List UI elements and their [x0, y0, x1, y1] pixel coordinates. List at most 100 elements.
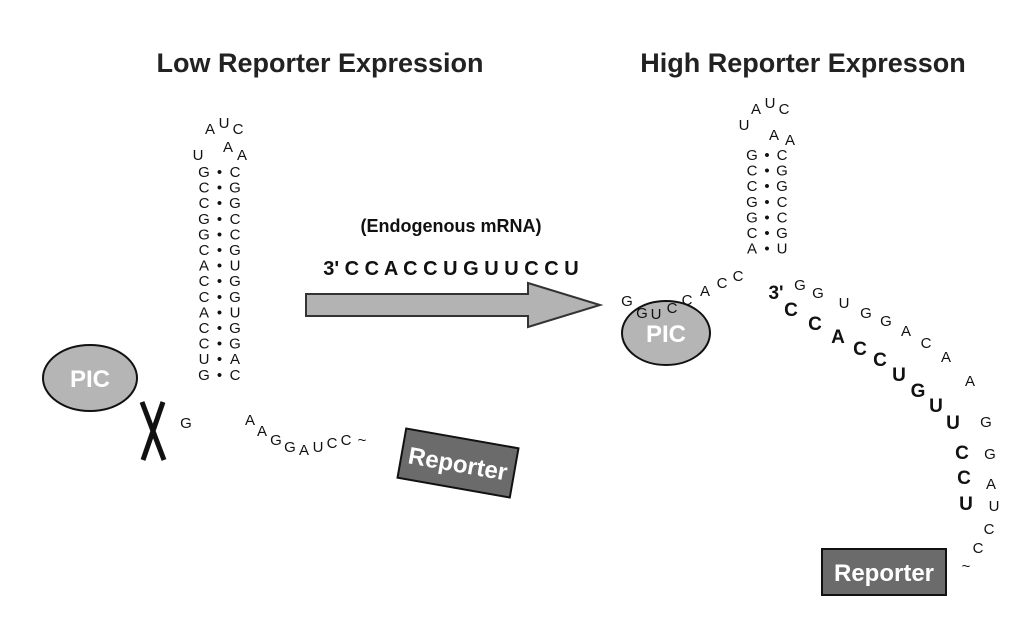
base-pair-bond: • — [217, 258, 222, 275]
hairpin-base: G — [776, 178, 788, 195]
loop-base: A — [205, 121, 215, 138]
five-prime-base: U — [651, 306, 662, 323]
five-prime-base: C — [667, 300, 678, 317]
five-prime-base: G — [621, 293, 633, 310]
tail-base: A — [257, 423, 267, 440]
hairpin-base: C — [230, 211, 241, 228]
base-pair-bond: • — [217, 320, 222, 337]
arrow-label: (Endogenous mRNA) — [361, 216, 542, 236]
tail-base: G — [860, 305, 872, 322]
tail-base: A — [965, 373, 975, 390]
base-pair-bond: • — [217, 164, 222, 181]
tail-base: U — [313, 439, 324, 456]
hairpin-base: G — [198, 164, 210, 181]
right-pic-label: PIC — [646, 321, 686, 348]
bound-mrna-base: C — [784, 300, 798, 321]
base-pair-bond: • — [217, 211, 222, 228]
tail-base: C — [327, 435, 338, 452]
hairpin-base: G — [229, 195, 241, 212]
bound-mrna-base: C — [873, 350, 887, 371]
hairpin-base: C — [199, 336, 210, 353]
loop-base: A — [223, 139, 233, 156]
tail-base: G — [880, 313, 892, 330]
right-pic-shape — [621, 300, 711, 366]
tail-base: A — [245, 412, 255, 429]
loop-base: A — [751, 101, 761, 118]
bound-mrna-base: U — [892, 365, 906, 386]
base-pair-bond: • — [217, 273, 222, 290]
loop-base: U — [193, 147, 204, 164]
hairpin-base: C — [777, 209, 788, 226]
hairpin-base: C — [747, 163, 758, 180]
tail-base: G — [270, 432, 282, 449]
bound-mrna-base: U — [959, 494, 973, 515]
bound-mrna-base: C — [955, 443, 969, 464]
hairpin-base: G — [229, 320, 241, 337]
hairpin-base: C — [199, 242, 210, 259]
tail-base: C — [921, 335, 932, 352]
base-pair-bond: • — [764, 209, 769, 226]
base-pair-bond: • — [764, 147, 769, 164]
hairpin-base: G — [229, 180, 241, 197]
tail-base: A — [941, 349, 951, 366]
hairpin-base: G — [776, 163, 788, 180]
tail-base: G — [284, 439, 296, 456]
right-reporter-label: Reporter — [834, 560, 934, 587]
base-pair-bond: • — [764, 194, 769, 211]
left-hairpin: G•CC•GC•GG•CG•CC•GA•UC•GC•GA•UC•GC•GU•AG… — [180, 115, 366, 459]
tail-base: G — [812, 285, 824, 302]
hairpin-base: U — [199, 351, 210, 368]
loop-base: A — [785, 132, 795, 149]
hairpin-base: C — [199, 320, 210, 337]
left-pic-label: PIC — [70, 366, 110, 393]
loop-base: A — [769, 127, 779, 144]
hairpin-base: C — [199, 195, 210, 212]
right-arrow-icon — [305, 281, 604, 329]
left-pic-shape — [42, 344, 138, 412]
hairpin-base: G — [229, 242, 241, 259]
hairpin-base: C — [777, 194, 788, 211]
right-reporter: Reporter — [821, 548, 947, 596]
five-prime-base: G — [636, 305, 648, 322]
bound-mrna-base: A — [831, 327, 845, 348]
hairpin-base: U — [230, 304, 241, 321]
hairpin-base: G — [776, 225, 788, 242]
base-pair-bond: • — [764, 163, 769, 180]
hairpin-base: C — [777, 147, 788, 164]
loop-base: A — [237, 147, 247, 164]
bound-mrna-base: U — [929, 396, 943, 417]
five-prime-base: C — [717, 275, 728, 292]
hairpin-base: C — [199, 289, 210, 306]
five-prime-base: C — [733, 268, 744, 285]
five-prime-base: G — [180, 415, 192, 432]
tail-base: ~ — [962, 558, 971, 575]
tail-base: ~ — [358, 432, 367, 449]
right-reporter-box — [821, 548, 947, 596]
hairpin-base: C — [199, 180, 210, 197]
hairpin-base: G — [229, 336, 241, 353]
base-pair-bond: • — [217, 304, 222, 321]
hairpin-base: U — [230, 258, 241, 275]
bound-mrna-base: C — [853, 339, 867, 360]
base-pair-bond: • — [217, 351, 222, 368]
loop-base: C — [233, 121, 244, 138]
hairpin-base: G — [746, 209, 758, 226]
bound-mrna-base: C — [808, 314, 822, 335]
arrow-sequence: 3' C C A C C U G U U C C U — [323, 258, 579, 280]
base-pair-bond: • — [217, 226, 222, 243]
base-pair-bond: • — [764, 178, 769, 195]
hairpin-base: C — [230, 226, 241, 243]
bound-mrna-base: 3' — [768, 283, 783, 304]
hairpin-base: A — [199, 304, 209, 321]
left-panel-title: Low Reporter Expression — [156, 48, 483, 78]
tail-base: G — [794, 277, 806, 294]
left-reporter-box — [396, 427, 520, 499]
hairpin-base: G — [198, 367, 210, 384]
bound-mrna-base: G — [911, 381, 926, 402]
base-pair-bond: • — [217, 289, 222, 306]
right-pic: PIC — [621, 300, 711, 366]
base-pair-bond: • — [217, 242, 222, 259]
